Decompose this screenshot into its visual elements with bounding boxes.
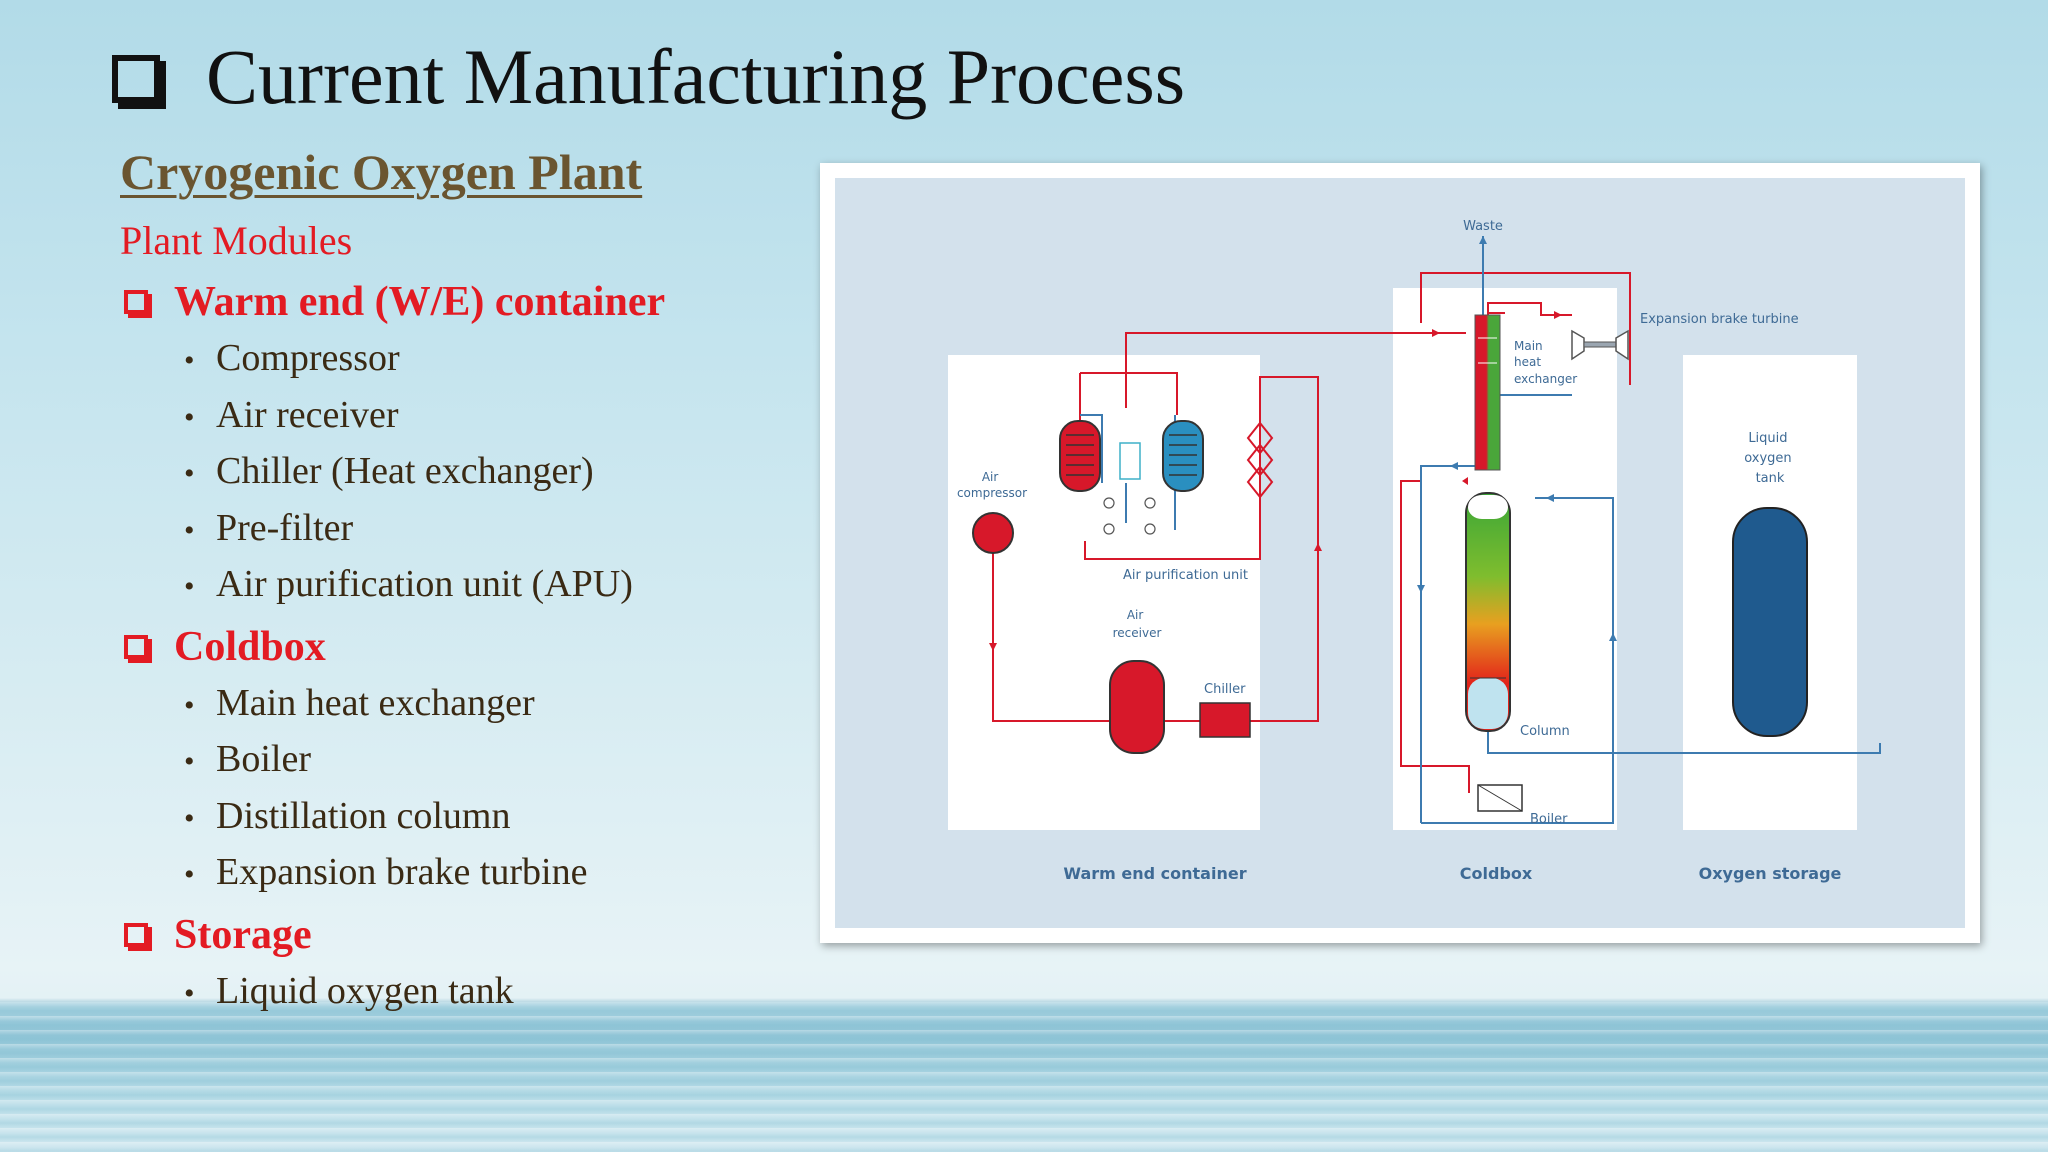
- coldbox-caption: Coldbox: [1460, 864, 1533, 883]
- slide-title: Current Manufacturing Process: [206, 33, 1186, 120]
- warm-end-items: Compressor Air receiver Chiller (Heat ex…: [120, 330, 800, 613]
- apu-label: Air purification unit: [1123, 568, 1248, 583]
- chiller: [1199, 702, 1251, 738]
- list-item: Distillation column: [184, 788, 800, 845]
- list-item: Air receiver: [184, 387, 800, 444]
- expansion-brake-turbine: [1571, 329, 1629, 361]
- boiler-label: Boiler: [1530, 812, 1568, 827]
- subtitle: Cryogenic Oxygen Plant: [120, 144, 643, 200]
- modules-heading: Plant Modules: [120, 218, 353, 263]
- air-compressor: [972, 512, 1014, 554]
- checkbox-bullet-icon: [124, 634, 148, 659]
- expansion-turbine-label: Expansion brake turbine: [1640, 312, 1799, 327]
- section-storage: Storage: [120, 907, 800, 963]
- air-compressor-label: Air compressor: [957, 470, 1027, 500]
- flow-arrows: [989, 311, 1562, 651]
- content-panel: Cryogenic Oxygen Plant Plant Modules War…: [120, 140, 800, 1019]
- list-item: Chiller (Heat exchanger): [184, 443, 800, 500]
- air-receiver: [1109, 660, 1165, 754]
- sea-horizon: [0, 998, 2048, 1004]
- list-item: Liquid oxygen tank: [184, 963, 800, 1020]
- checkbox-bullet-icon: [124, 922, 148, 947]
- main-heat-exchanger: [1474, 314, 1501, 471]
- main-hx-label: Main heat exchanger: [1514, 339, 1577, 386]
- section-label: Coldbox: [174, 623, 326, 670]
- section-label: Warm end (W/E) container: [174, 279, 666, 325]
- coldbox-items: Main heat exchanger Boiler Distillation …: [120, 675, 800, 901]
- list-item: Main heat exchanger: [184, 675, 800, 732]
- liquid-oxygen-tank: [1732, 507, 1808, 737]
- up-arrow-icon: [1479, 236, 1487, 244]
- section-coldbox: Coldbox: [120, 619, 800, 675]
- sea-background: [0, 1002, 2048, 1152]
- section-label: Storage: [174, 911, 312, 958]
- oxygen-storage-caption: Oxygen storage: [1699, 864, 1842, 883]
- list-item: Expansion brake turbine: [184, 844, 800, 901]
- pre-filter: [1246, 421, 1274, 499]
- warm-end-caption: Warm end container: [1063, 864, 1246, 883]
- air-receiver-label: Air receiver: [1113, 608, 1162, 640]
- chiller-label: Chiller: [1204, 682, 1246, 697]
- lox-tank-label: Liquid oxygen tank: [1744, 431, 1796, 486]
- plant-diagram-frame: Waste Main heat exchanger Expansion brak…: [820, 163, 1980, 943]
- warm-end-zone: [948, 355, 1260, 830]
- column-label: Column: [1520, 724, 1570, 739]
- waste-label: Waste: [1463, 219, 1503, 234]
- storage-items: Liquid oxygen tank: [120, 963, 800, 1020]
- section-warm-end: Warm end (W/E) container: [120, 274, 800, 330]
- flow-arrows-cold: [1417, 462, 1617, 641]
- list-item: Pre-filter: [184, 500, 800, 557]
- checkbox-bullet-icon: [112, 55, 160, 103]
- column-liquid: [1468, 678, 1508, 729]
- checkbox-bullet-icon: [124, 290, 148, 314]
- list-item: Air purification unit (APU): [184, 556, 800, 613]
- air-purification-unit: [1059, 420, 1204, 535]
- plant-diagram: Waste Main heat exchanger Expansion brak…: [948, 219, 1881, 883]
- distillation-column: [1465, 492, 1511, 732]
- list-item: Compressor: [184, 330, 800, 387]
- warm-air-piping: [992, 272, 1631, 793]
- slide-title-row: Current Manufacturing Process: [112, 38, 1185, 116]
- list-item: Boiler: [184, 731, 800, 788]
